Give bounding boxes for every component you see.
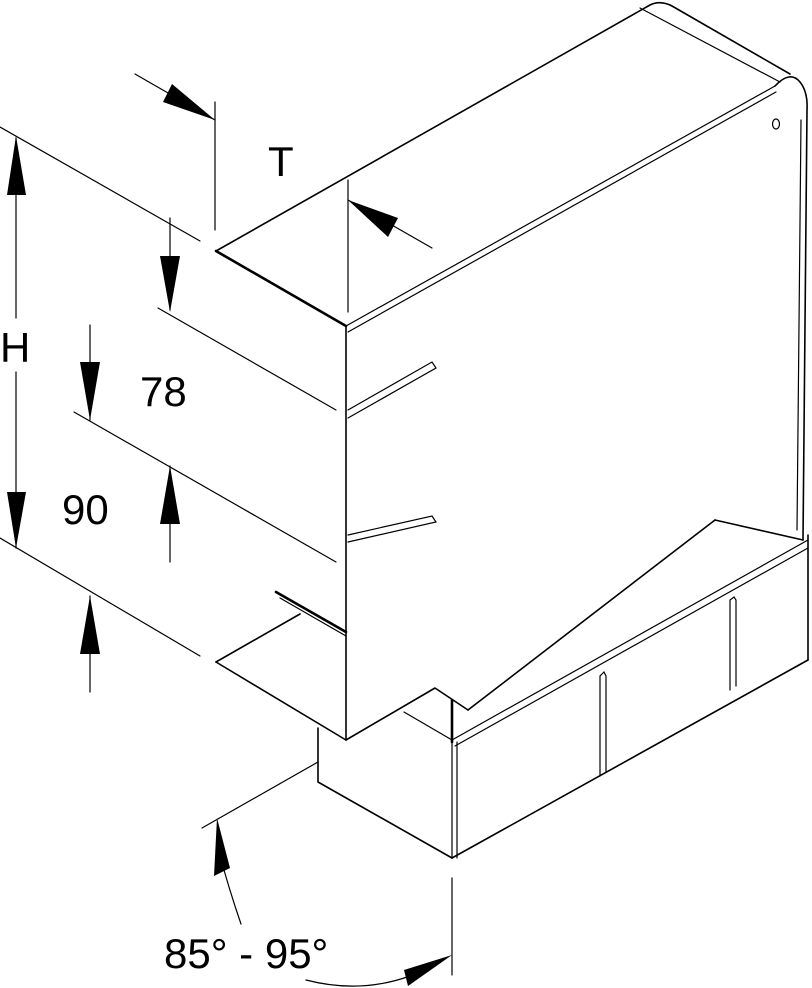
depth-label: T: [268, 138, 294, 185]
duct-body-lower: [317, 534, 809, 859]
dimension-upper-section: 78: [73, 217, 337, 563]
dimension-angle: 85° - 95°: [164, 761, 453, 987]
upper-section-label: 78: [140, 368, 187, 415]
dimension-depth: T: [134, 73, 433, 313]
lower-section-label: 90: [62, 486, 109, 533]
dimension-lower-section: 90: [62, 465, 180, 693]
height-label: H: [0, 324, 30, 371]
angle-label: 85° - 95°: [164, 930, 328, 977]
duct-body-upper: [214, 1, 808, 741]
dimension-height: H: [0, 126, 201, 657]
screw-hole-icon: [771, 118, 781, 130]
